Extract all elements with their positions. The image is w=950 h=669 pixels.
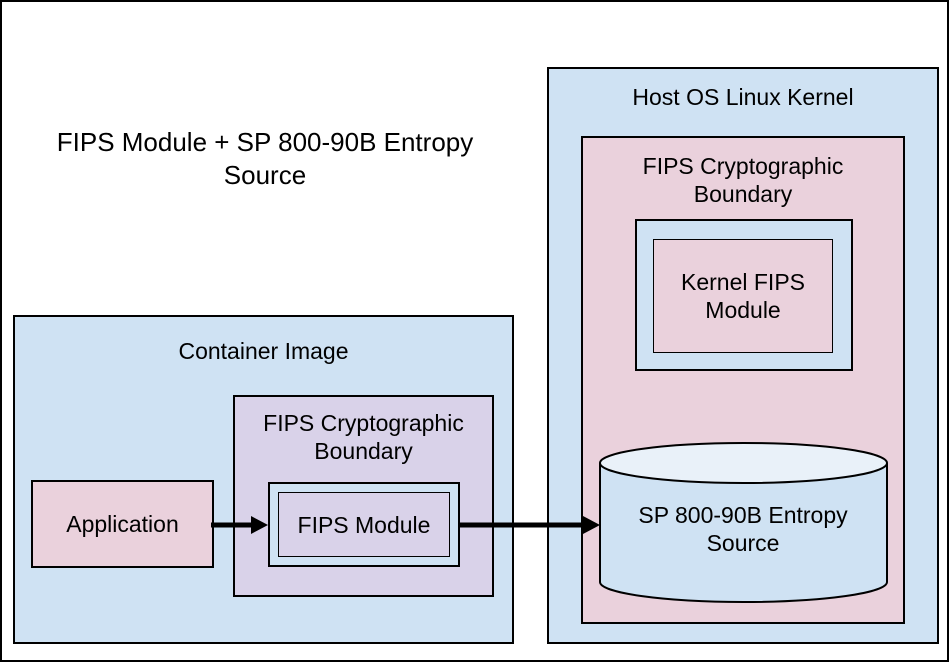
kernel-fips-boundary-label: FIPS Cryptographic Boundary xyxy=(642,153,844,207)
application-to-fips-module-arrow xyxy=(211,516,268,534)
kernel-fips-module-box: Kernel FIPS Module xyxy=(653,239,833,353)
cylinder-top-ellipse xyxy=(599,442,888,484)
diagram-title: FIPS Module + SP 800-90B Entropy Source xyxy=(56,127,474,190)
fips-module-to-entropy-arrow xyxy=(460,516,600,534)
entropy-source-cylinder xyxy=(599,442,888,603)
kernel-fips-module-label: Kernel FIPS Module xyxy=(681,269,805,323)
entropy-source-label: SP 800-90B Entropy Source xyxy=(638,502,848,556)
container-fips-boundary-label: FIPS Cryptographic Boundary xyxy=(263,410,464,464)
host-os-label: Host OS Linux Kernel xyxy=(632,84,854,110)
cylinder-body xyxy=(599,463,888,603)
fips-module-box: FIPS Module xyxy=(278,492,450,557)
fips-module-label: FIPS Module xyxy=(297,511,431,538)
application-box: Application xyxy=(31,480,214,568)
container-image-label: Container Image xyxy=(178,338,349,364)
application-label: Application xyxy=(66,511,179,537)
